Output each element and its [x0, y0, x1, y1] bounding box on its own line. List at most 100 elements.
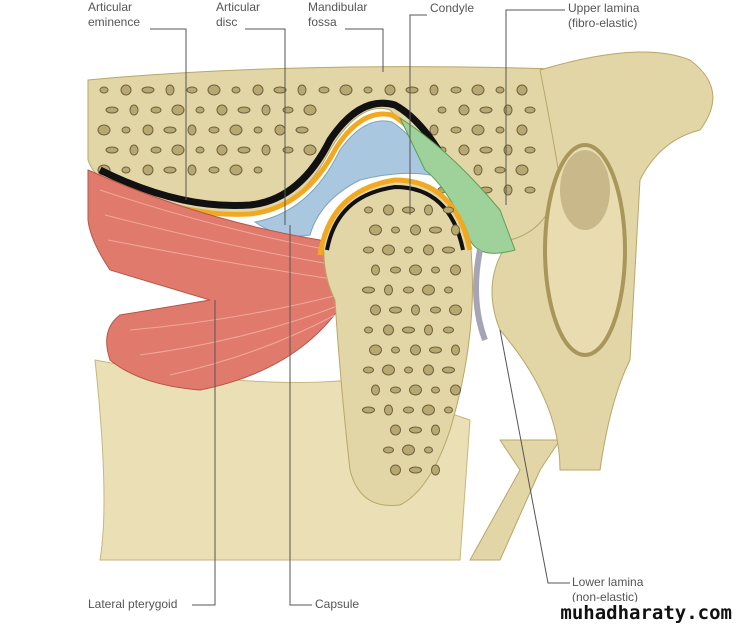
bone-spot: [369, 344, 382, 356]
bone-spot: [383, 204, 394, 216]
bone-spot: [261, 144, 271, 156]
bone-spot: [229, 124, 243, 136]
bone-spot: [458, 144, 470, 156]
bone-spot: [516, 84, 528, 96]
bone-spot: [370, 304, 381, 316]
bone-spot: [411, 304, 420, 316]
bone-spot: [150, 146, 162, 154]
bone-spot: [171, 104, 185, 116]
bone-spot: [105, 146, 119, 154]
bone-spot: [363, 246, 374, 254]
bone-spot: [216, 144, 228, 156]
bone-spot: [142, 164, 154, 176]
bone-spot: [402, 326, 415, 334]
bone-spot: [120, 84, 132, 96]
bone-spot: [409, 426, 422, 434]
bone-spot: [410, 344, 421, 356]
condyle-cartilage-black: [325, 184, 465, 251]
bone-spot: [186, 86, 198, 94]
bone-spot: [362, 286, 375, 294]
bone-spot: [216, 104, 228, 116]
condyle-cartilage: [317, 177, 473, 256]
bone-spot: [383, 446, 394, 454]
bone-spot: [409, 466, 422, 474]
bone-spot: [362, 406, 375, 414]
bone-spot: [494, 166, 506, 174]
bone-spot: [515, 164, 529, 176]
upper-lamina: [398, 116, 516, 254]
leader-upper-lamina: [505, 9, 565, 205]
bone-spot: [410, 224, 421, 236]
bone-spot: [364, 206, 373, 214]
bone-spot: [339, 84, 353, 96]
bone-spot: [423, 244, 434, 256]
bone-spot: [121, 126, 131, 134]
styloid-process: [469, 439, 561, 561]
label-condyle: Condyle: [430, 1, 475, 15]
bone-spot: [471, 124, 485, 136]
bone-spot: [150, 106, 162, 114]
bone-spot: [163, 126, 177, 134]
bone-spot: [495, 126, 505, 134]
bone-spot: [473, 164, 483, 176]
bone-spot: [261, 104, 271, 116]
bone-spot: [384, 84, 396, 96]
bone-spot: [503, 184, 513, 196]
bone-spot: [444, 406, 453, 414]
bone-spot: [443, 326, 454, 334]
bone-spot: [195, 106, 205, 114]
bone-spot: [97, 124, 111, 136]
bone-spot: [429, 346, 442, 354]
label-line: fossa: [308, 15, 337, 29]
bone-spot: [429, 226, 442, 234]
bone-spot: [429, 84, 439, 96]
bone-spot: [237, 146, 251, 154]
bone-spot: [273, 86, 287, 94]
bone-spot: [449, 304, 462, 316]
bone-spot: [442, 246, 455, 254]
bone-spot: [451, 344, 460, 356]
bone-spot: [208, 166, 220, 174]
bone-spot: [424, 324, 433, 336]
bone-spot: [165, 84, 175, 96]
bone-spot: [384, 404, 393, 416]
bone-spot: [364, 326, 373, 334]
condyle-cancellous-spots: [362, 204, 462, 476]
bone-spot: [318, 86, 330, 94]
bone-spot: [516, 124, 528, 136]
bone-spot: [187, 164, 197, 176]
bone-spot: [479, 146, 493, 154]
bone-spot: [524, 186, 536, 194]
bone-spot: [450, 384, 461, 396]
bone-spot: [208, 126, 220, 134]
bone-spot: [371, 384, 380, 396]
bone-spot: [503, 144, 513, 156]
muscle-fibers: [99, 189, 341, 376]
bone-spot: [207, 84, 221, 96]
bone-spot: [479, 106, 493, 114]
bone-spot: [297, 84, 307, 96]
bone-spot: [524, 106, 536, 114]
bone-spot: [431, 464, 440, 476]
bone-spot: [229, 164, 243, 176]
bone-spot: [389, 306, 402, 314]
watermark: muhadharaty.com: [560, 602, 732, 624]
bone-spot: [105, 106, 119, 114]
bone-spot: [437, 106, 447, 114]
lateral-pterygoid-muscle: [87, 169, 346, 391]
bone-spot: [129, 144, 139, 156]
bone-spot: [431, 424, 440, 436]
leader-lower-lamina: [499, 329, 570, 584]
bone-spot: [390, 386, 401, 394]
bone-spot: [422, 404, 435, 416]
bone-spot: [450, 86, 462, 94]
leader-condyle: [409, 14, 427, 215]
label-line: disc: [216, 15, 238, 29]
bone-spot: [404, 366, 413, 374]
bone-spot: [423, 364, 434, 376]
meatus-opening: [560, 150, 610, 230]
